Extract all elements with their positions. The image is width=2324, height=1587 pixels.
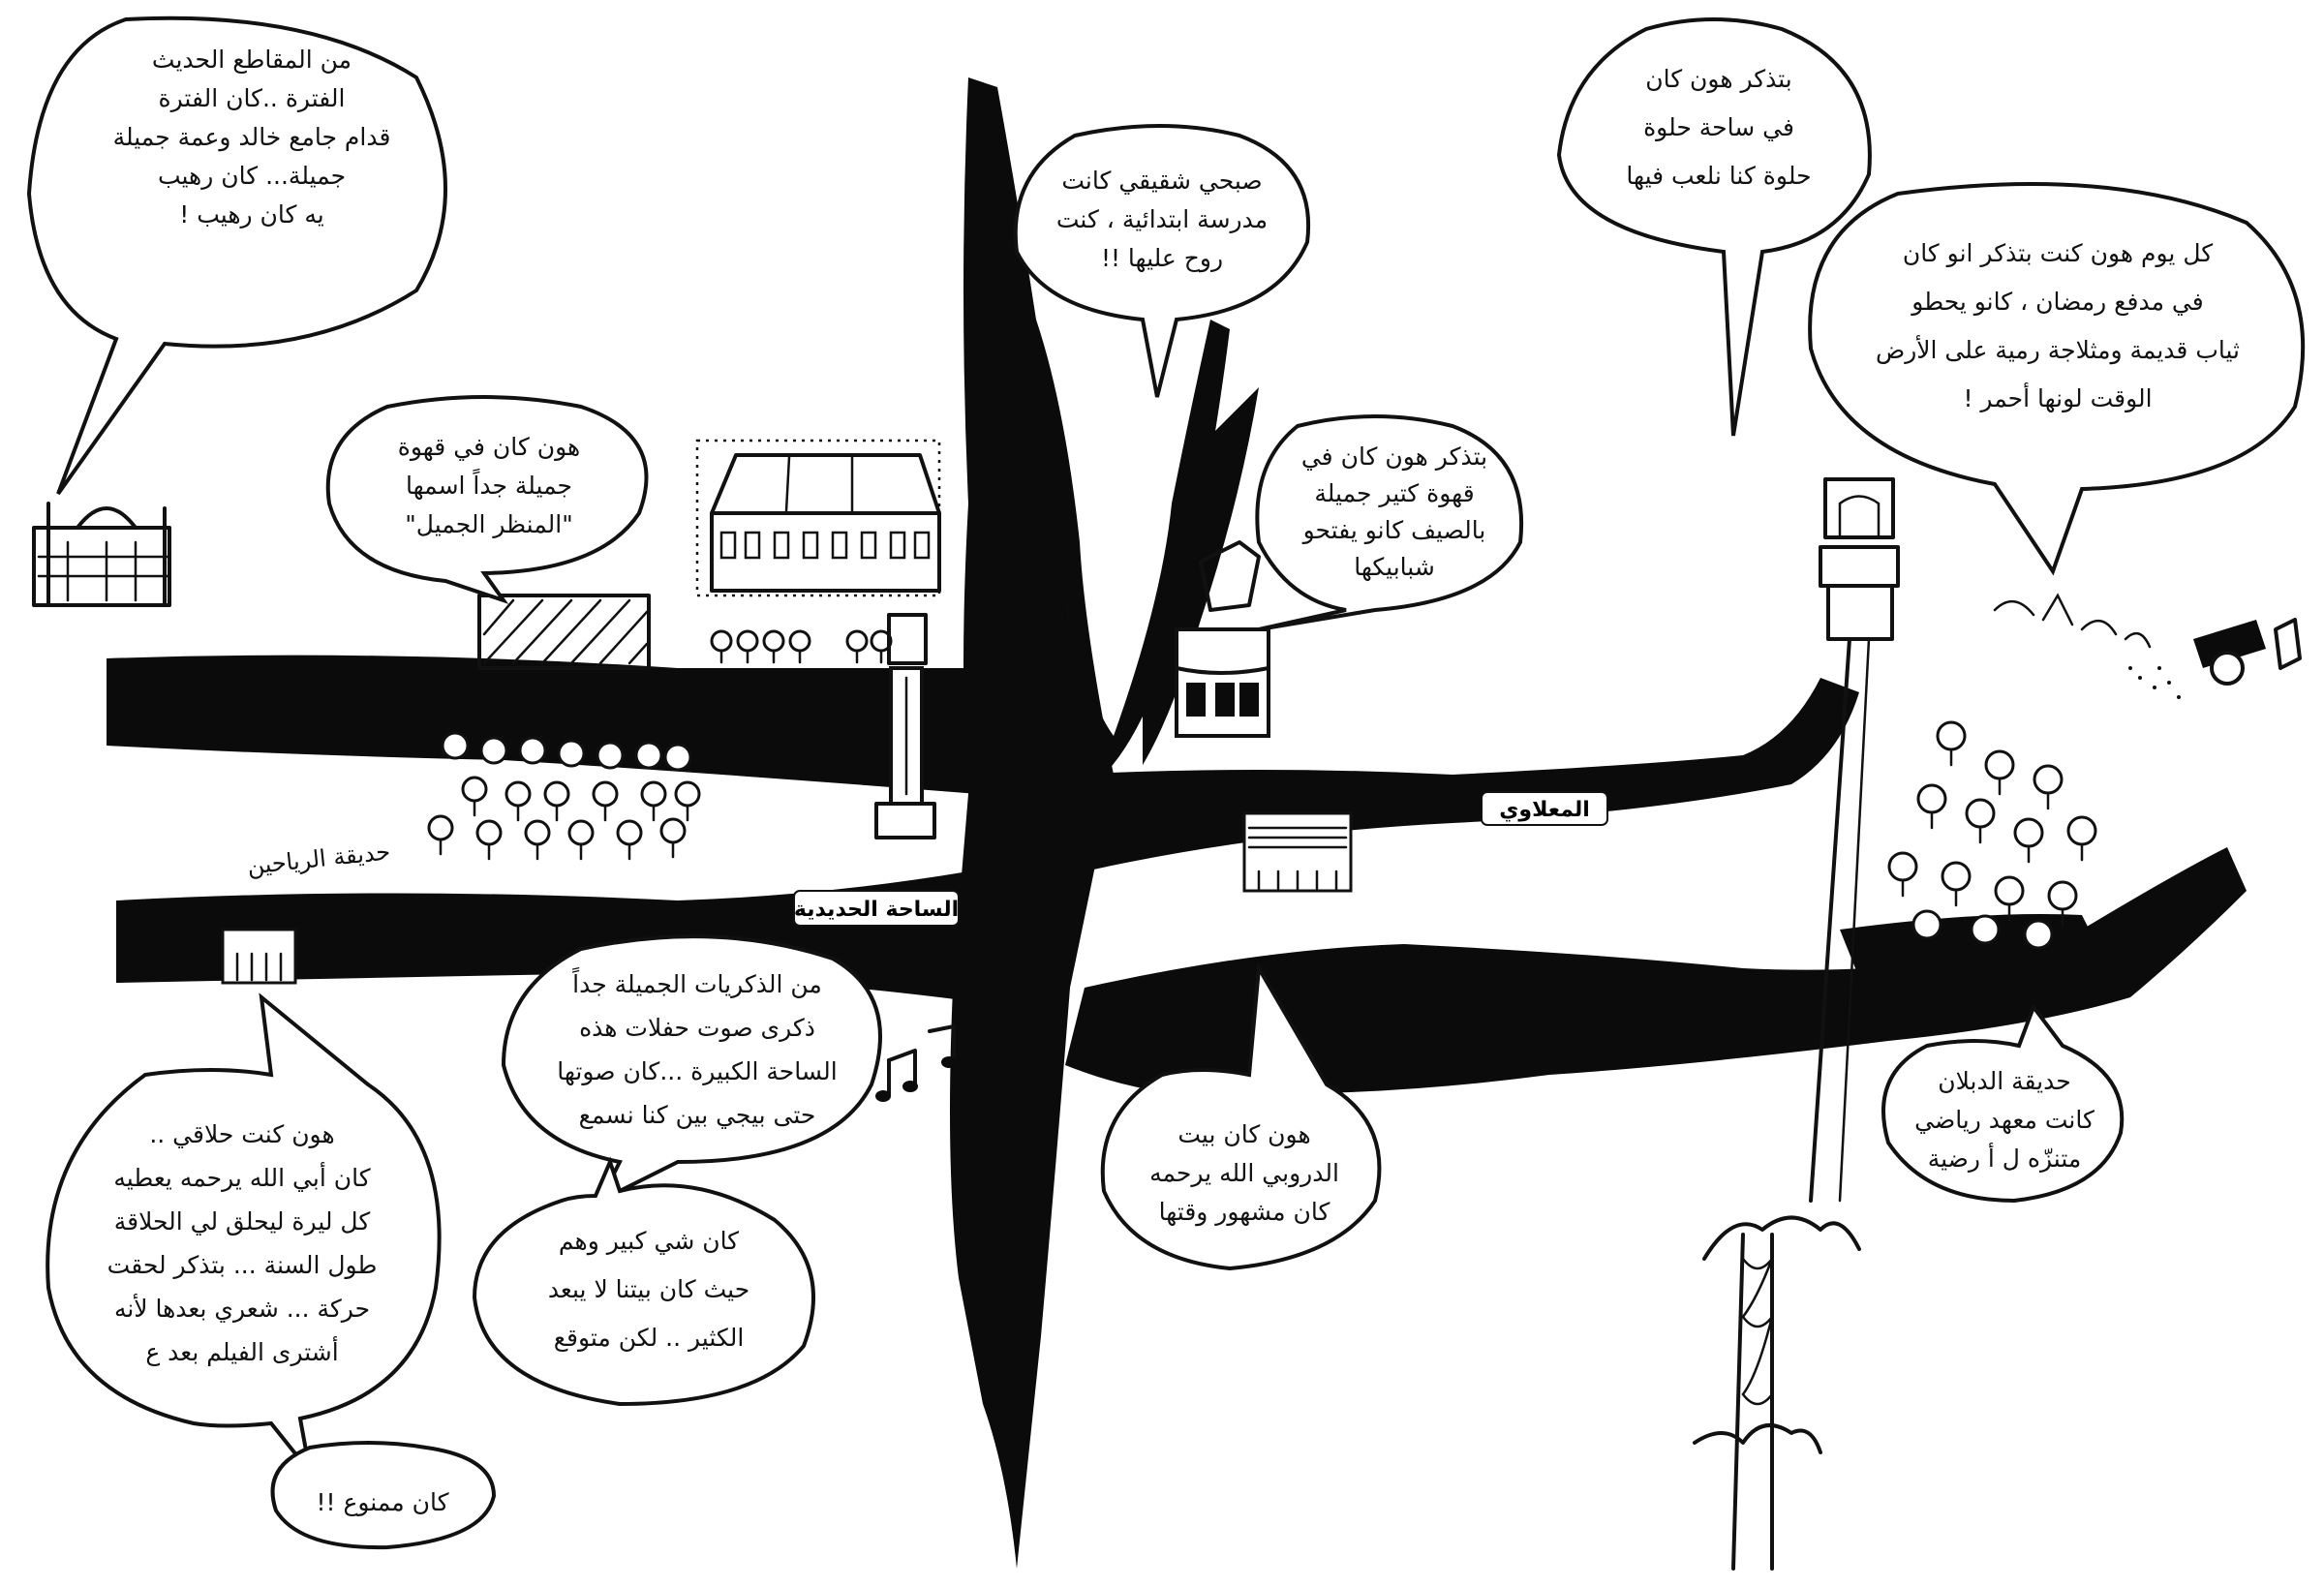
bubble-line: "المنظر الجميل"	[405, 510, 572, 538]
bubble-line: حلوة كنا نلعب فيها	[1626, 162, 1811, 191]
top-right-branch	[1143, 387, 1259, 765]
bubble-line: روح عليها !!	[1101, 244, 1223, 273]
bubble-line: مدرسة ابتدائية ، كنت	[1056, 205, 1268, 233]
bubble-line: ثياب قديمة ومثلاجة رمية على الأرض	[1876, 334, 2240, 365]
allenby-label-box	[1481, 791, 1608, 826]
bubble-line: كل يوم هون كنت بتذكر انو كان	[1903, 239, 2213, 267]
memory-bubble-mid-left: هون كان في قهوة جميلة جداً اسمها "المنظر…	[325, 395, 649, 604]
bubble-line: هون كان في قهوة	[398, 433, 580, 462]
street-labels: الساحة الحديدية المعلاوي حديقة الرياحين	[246, 791, 1608, 927]
ramadan-cannon	[1993, 593, 2302, 699]
memory-bubble-right-bottom: هون كان بيت الدروبي الله يرحمه كان مشهور…	[1100, 961, 1382, 1271]
memory-bubble-bottom-left: هون كنت حلاقي .. كان أبي الله يرحمه يعطي…	[46, 992, 442, 1474]
bubble-line: هون كان بيت	[1177, 1120, 1310, 1148]
bubble-line: هون كنت حلاقي ..	[149, 1120, 334, 1148]
minaret-tower	[1809, 477, 1900, 1203]
barber-shop	[221, 928, 297, 985]
bubble-line: الوقت لونها أحمر !	[1963, 381, 2152, 413]
memory-bubble-bottom-left-small: كان ممنوع !!	[270, 1441, 497, 1550]
bubble-line: بتذكر هون كان	[1645, 65, 1792, 93]
bubble-line: في مدفع رمضان ، كانو يحطو	[1910, 288, 2203, 317]
palace-building	[695, 439, 941, 597]
bubble-line: جميلة جداً اسمها	[406, 469, 572, 501]
memory-bubble-bottom-center: كان شي كبير وهم حيث كان بيتنا لا يبعد ال…	[472, 1156, 815, 1407]
bubble-line: جميلة... كان رهيب	[158, 162, 346, 190]
bubble-line: طول السنة ... بتذكر لحقت	[107, 1251, 378, 1279]
bubble-line: الفترة ..كان الفترة	[159, 84, 346, 112]
bubble-line: الدروبي الله يرحمه	[1149, 1159, 1339, 1188]
plaza-label-box	[793, 890, 960, 927]
bubble-line: في ساحة حلوة	[1643, 113, 1794, 141]
bubble-line: كل ليرة ليحلق لي الحلاقة	[114, 1207, 371, 1236]
island-house	[1242, 811, 1353, 893]
park-west-label: حديقة الرياحين	[246, 838, 391, 879]
bubble-line: أشترى الفيلم بعد ع	[145, 1335, 338, 1367]
memory-bubble-top-right-small: بتذكر هون كان في ساحة حلوة حلوة كنا نلعب…	[1556, 17, 1872, 437]
bubble-line: قدام جامع خالد وعمة جميلة	[113, 123, 391, 152]
bubble-line: حيث كان بيتنا لا يبعد	[548, 1275, 749, 1303]
memory-bubble-center-right: بتذكر هون كان في قهوة كتير جميلة بالصيف …	[1255, 414, 1524, 631]
bubble-line: كان شي كبير وهم	[559, 1227, 739, 1256]
allenby-label: المعلاوي	[1499, 798, 1590, 822]
east-park-label: كانت معهد رياضي	[1914, 1106, 2095, 1135]
palace-trees	[710, 629, 893, 664]
bubble-line: يه كان رهيب !	[179, 200, 323, 229]
bubble-line: كان مشهور وقتها	[1159, 1198, 1330, 1227]
main-vertical-road	[950, 77, 1114, 1569]
bubble-line: ذكرى صوت حفلات هذه	[579, 1014, 815, 1042]
memory-bubble-top-right-big: كل يوم هون كنت بتذكر انو كان في مدفع رمض…	[1808, 182, 2306, 576]
bubble-line: من الذكريات الجميلة جداً	[571, 967, 821, 998]
bubble-line: الساحة الكبيرة ...كان صوتها	[557, 1057, 838, 1086]
left-park-trees	[427, 731, 701, 861]
bubble-line: حتى بيجي بين كنا نسمع	[579, 1101, 816, 1130]
memory-bubble-top-center: صبحي شقيقي كانت مدرسة ابتدائية ، كنت روح…	[1013, 124, 1311, 398]
bubble-line: من المقاطع الحديث	[152, 46, 352, 75]
east-park-label: متنزّه ل أ رضية	[1928, 1142, 2082, 1173]
upper-branch-building	[1175, 540, 1270, 738]
cafe-block-hatched	[477, 594, 651, 670]
east-park-label: حديقة الدبلان	[1938, 1067, 2070, 1095]
memory-bubble-center-bottom: من الذكريات الجميلة جداً ذكرى صوت حفلات …	[501, 934, 882, 1206]
plaza-label: الساحة الحديدية	[794, 898, 959, 922]
palm-tree	[1693, 1215, 1861, 1571]
right-park-trees	[1887, 720, 2097, 950]
bubble-line: قهوة كتير جميلة	[1314, 479, 1474, 508]
bubble-line: كان ممنوع !!	[316, 1488, 448, 1516]
upper-horizontal-road	[107, 655, 978, 794]
mosque-drawing	[32, 502, 171, 607]
bubble-line: بالصيف كانو يفتحو	[1301, 516, 1486, 544]
east-lower-road	[1065, 847, 2247, 1096]
bubble-line: شبابيكها	[1354, 553, 1435, 582]
memory-bubble-top-left: من المقاطع الحديث الفترة ..كان الفترة قد…	[26, 15, 447, 496]
east-park-bubble: حديقة الدبلان كانت معهد رياضي متنزّه ل أ…	[1881, 1002, 2125, 1204]
bubble-line: الكثير .. لكن متوقع	[554, 1324, 745, 1353]
music-notes-icon	[875, 1024, 957, 1102]
clock-column	[874, 613, 936, 839]
bubble-line: صبحي شقيقي كانت	[1061, 167, 1262, 195]
bubble-line: كان أبي الله يرحمه يعطيه	[113, 1161, 370, 1192]
bubble-line: بتذكر هون كان في	[1301, 443, 1487, 471]
bubble-line: حركة ... شعري بعدها لأنه	[114, 1293, 370, 1323]
